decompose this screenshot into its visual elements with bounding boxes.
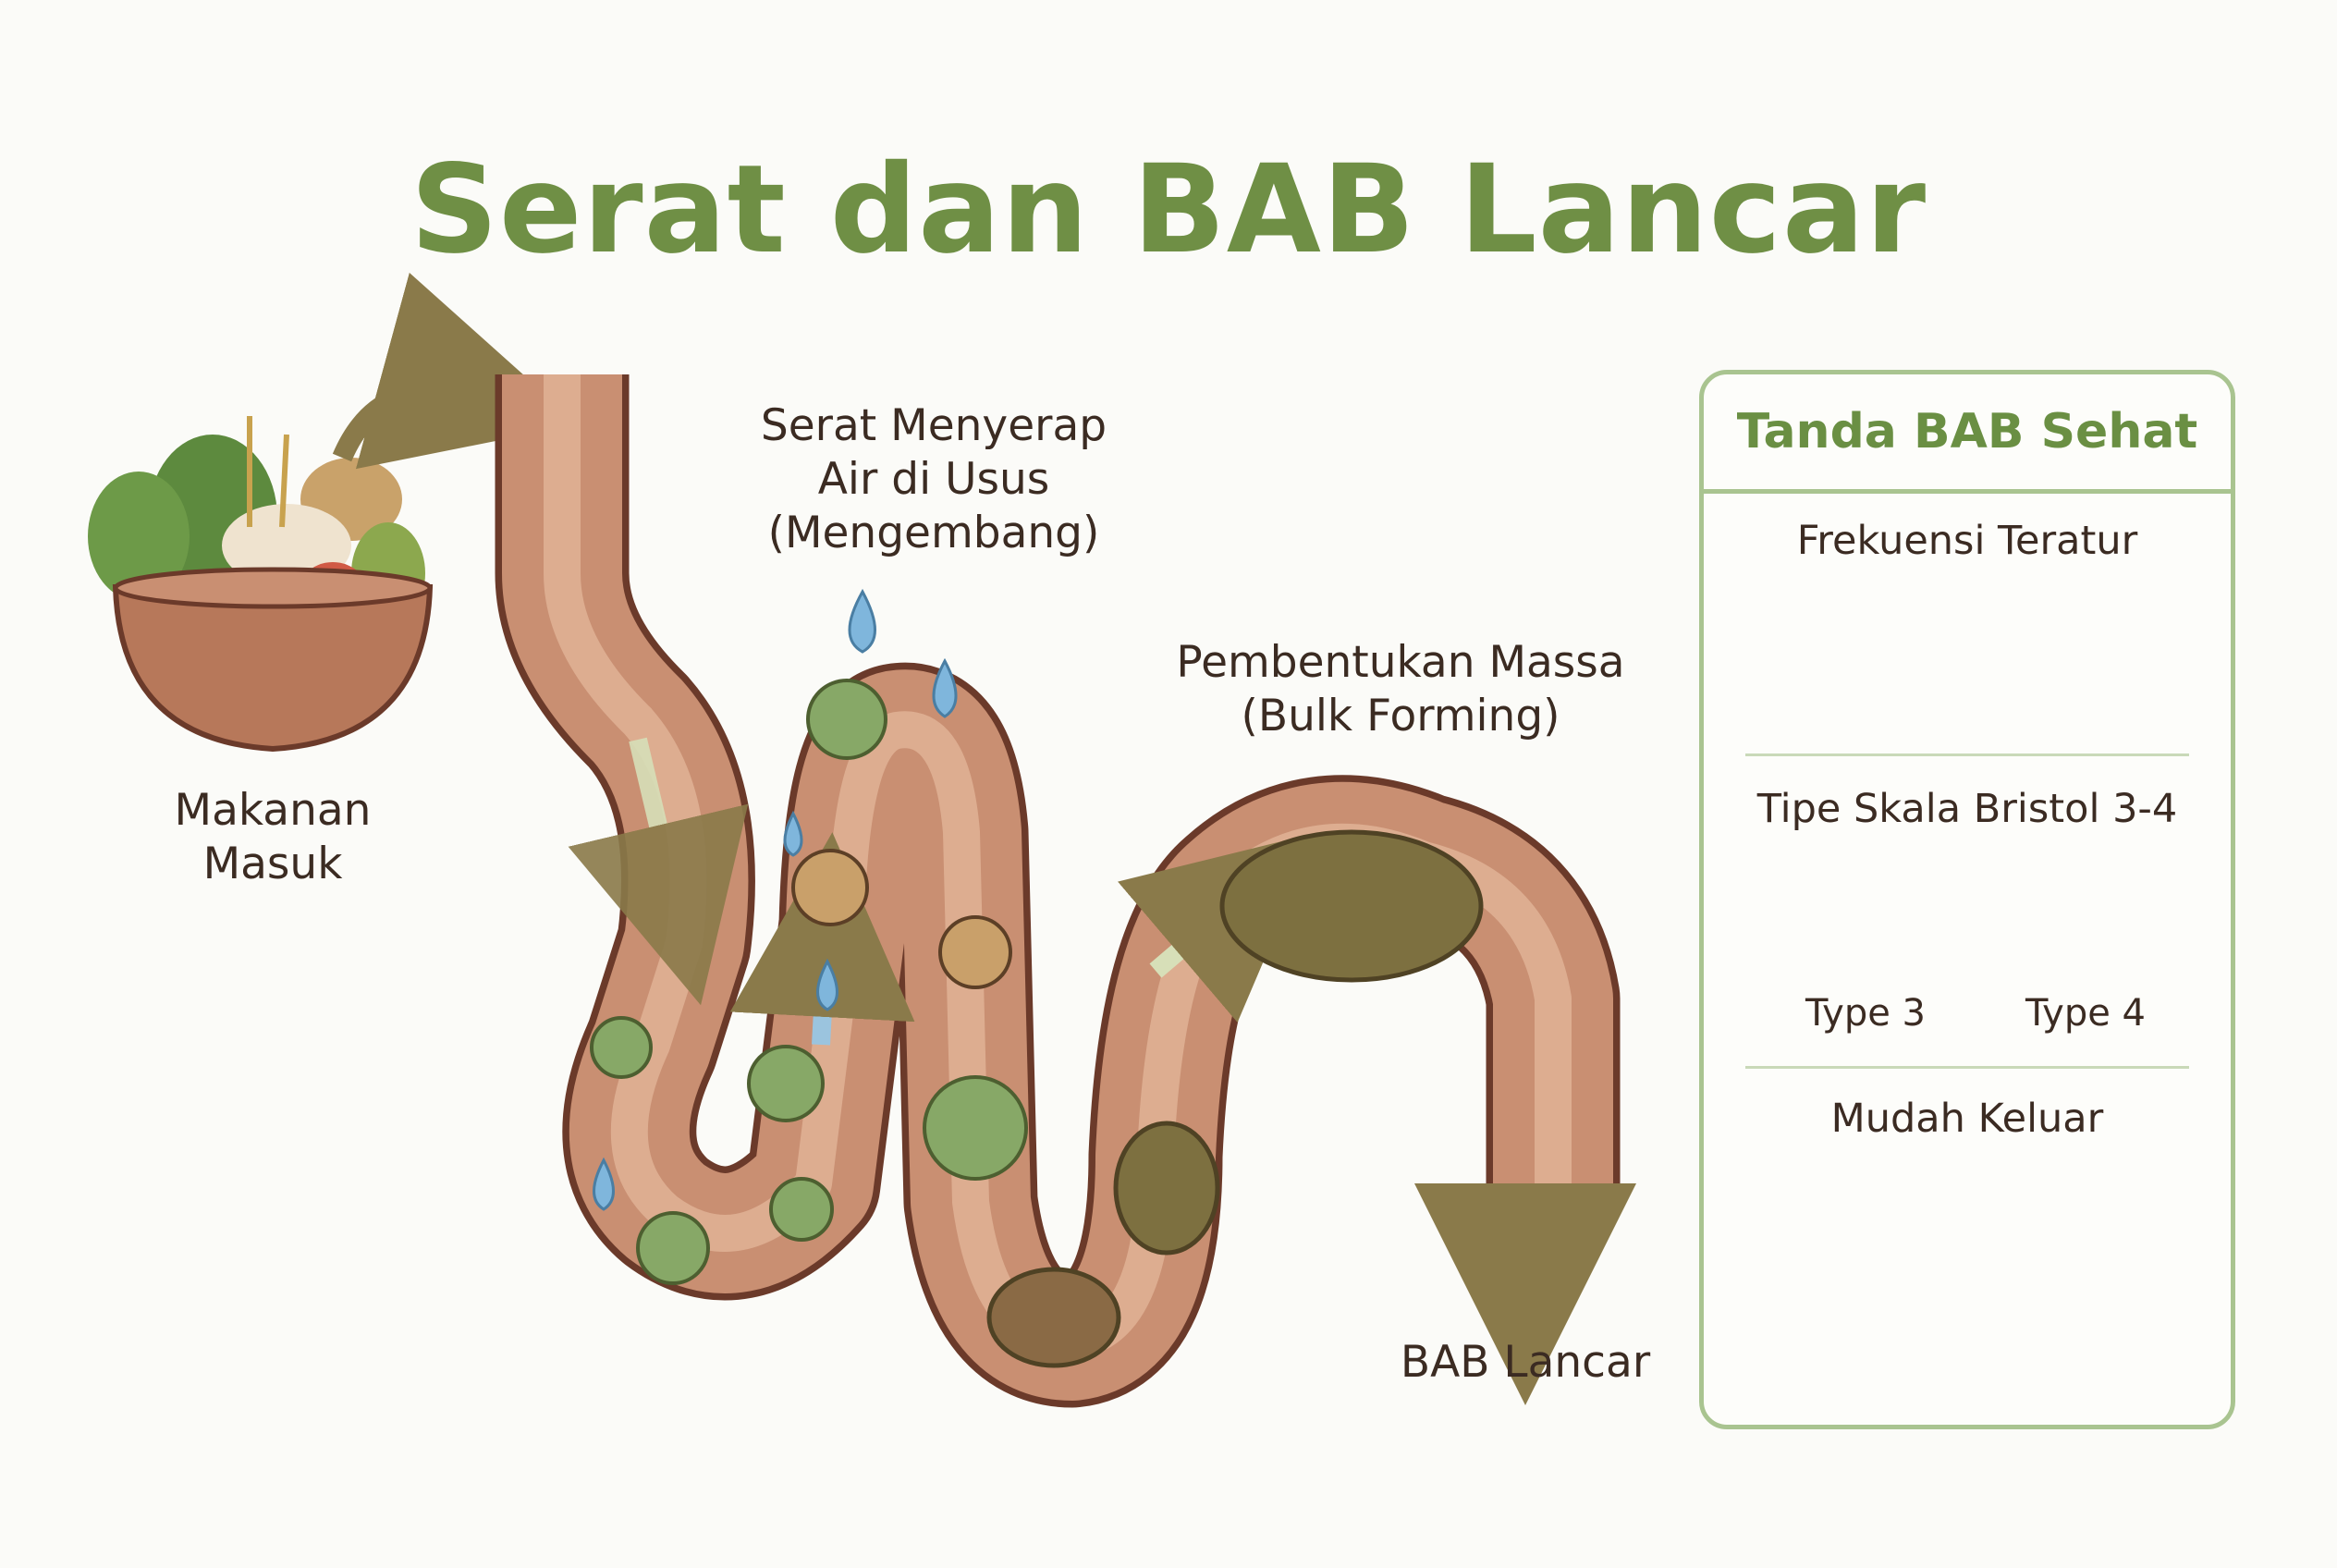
type3-label: Type 3 <box>1805 992 1927 1035</box>
frequency-label: Frekuensi Teratur <box>1796 518 2138 564</box>
panel-title: Tanda BAB Sehat <box>1704 374 2231 494</box>
type4-label: Type 4 <box>2025 992 2147 1035</box>
page-title: Serat dan BAB Lancar <box>410 139 1927 281</box>
panel-divider <box>1745 753 2189 756</box>
food-in-label: Makanan Masuk <box>174 785 372 889</box>
healthy-signs-panel: Tanda BAB Sehat Frekuensi Teratur Tipe S… <box>1699 370 2235 1429</box>
bristol-scale-label: Tipe Skala Bristol 3-4 <box>1756 786 2178 832</box>
stool-mass <box>986 829 1484 1368</box>
water-drops <box>593 588 958 1211</box>
swollen-fiber-particles <box>791 849 1012 989</box>
food-bowl-icon <box>88 416 434 753</box>
panel-divider <box>1745 1066 2189 1069</box>
fiber-absorb-label: Serat Menyerap Air di Usus (Mengembang) <box>760 400 1107 558</box>
bulk-forming-label: Pembentukan Massa (Bulk Forming) <box>1176 637 1625 741</box>
output-label: BAB Lancar <box>1400 1337 1651 1388</box>
flow-arrow-down <box>568 737 749 1006</box>
fiber-particles <box>590 679 1028 1285</box>
food-entry-arrow <box>332 272 580 470</box>
easy-exit-label: Mudah Keluar <box>1830 1096 2104 1142</box>
